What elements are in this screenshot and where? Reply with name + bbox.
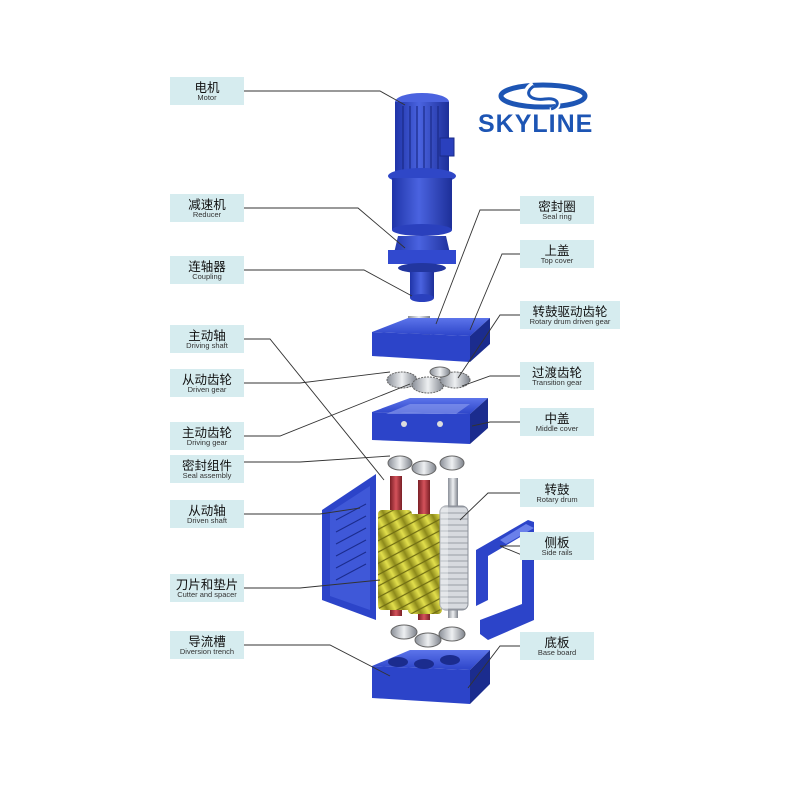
label-en: Rotary drum driven gear bbox=[529, 316, 611, 326]
label-base-board: 底板 Base board bbox=[520, 632, 594, 660]
label-diversion-trench: 导流槽 Diversion trench bbox=[170, 631, 244, 659]
label-reducer: 减速机 Reducer bbox=[170, 194, 244, 222]
label-en: Middle cover bbox=[535, 423, 579, 433]
seal-assembly-part bbox=[387, 455, 465, 476]
label-cutter-and-spacer: 刀片和垫片 Cutter and spacer bbox=[170, 574, 244, 602]
label-en: Diversion trench bbox=[179, 646, 235, 656]
label-en: Side rails bbox=[541, 547, 573, 557]
cutter-and-spacer-part bbox=[378, 510, 442, 614]
label-en: Driving shaft bbox=[186, 340, 228, 350]
left-side-panel-part bbox=[322, 474, 376, 620]
label-en: Seal ring bbox=[542, 211, 572, 221]
label-en: Base board bbox=[537, 647, 577, 657]
top-cover-part bbox=[372, 318, 490, 362]
label-zh: 密封组件 bbox=[181, 457, 232, 473]
rotary-drum-part bbox=[439, 505, 469, 611]
label-top-cover: 上盖 Top cover bbox=[520, 240, 594, 268]
label-zh: 侧板 bbox=[544, 534, 570, 550]
label-zh: 转鼓 bbox=[544, 481, 570, 497]
label-en: Driving gear bbox=[186, 437, 228, 447]
label-driven-gear: 从动齿轮 Driven gear bbox=[170, 369, 244, 397]
label-rotary-drum-driven-gear: 转鼓驱动齿轮 Rotary drum driven gear bbox=[520, 301, 620, 329]
label-zh: 减速机 bbox=[188, 196, 226, 212]
label-zh: 过渡齿轮 bbox=[531, 364, 582, 380]
label-seal-assembly: 密封组件 Seal assembly bbox=[170, 455, 244, 483]
label-en: Coupling bbox=[192, 271, 222, 281]
label-zh: 密封圈 bbox=[538, 198, 576, 214]
base-board-part bbox=[372, 650, 490, 704]
label-zh: 上盖 bbox=[544, 242, 570, 258]
label-en: Driven gear bbox=[187, 384, 227, 394]
label-zh: 连轴器 bbox=[188, 258, 226, 274]
label-zh: 从动轴 bbox=[188, 502, 226, 518]
label-zh: 从动齿轮 bbox=[181, 371, 232, 387]
label-coupling: 连轴器 Coupling bbox=[170, 256, 244, 284]
label-en: Transition gear bbox=[532, 377, 582, 387]
label-middle-cover: 中盖 Middle cover bbox=[520, 408, 594, 436]
label-rotary-drum: 转鼓 Rotary drum bbox=[520, 479, 594, 507]
middle-cover-part bbox=[372, 398, 488, 444]
label-en: Top cover bbox=[540, 255, 574, 265]
coupling-part bbox=[410, 272, 434, 302]
leader-lines bbox=[244, 90, 535, 689]
label-en: Rotary drum bbox=[536, 494, 578, 504]
label-driving-gear: 主动齿轮 Driving gear bbox=[170, 422, 244, 450]
label-seal-ring: 密封圈 Seal ring bbox=[520, 196, 594, 224]
side-rails-part bbox=[476, 520, 534, 640]
label-en: Seal assembly bbox=[182, 470, 232, 480]
reducer-part bbox=[388, 178, 456, 273]
label-driving-shaft: 主动轴 Driving shaft bbox=[170, 325, 244, 353]
skyline-logo-icon bbox=[498, 81, 588, 113]
motor-part bbox=[388, 93, 456, 184]
label-en: Motor bbox=[197, 92, 217, 102]
label-driven-shaft: 从动轴 Driven shaft bbox=[170, 500, 244, 528]
label-zh: 转鼓驱动齿轮 bbox=[532, 303, 608, 319]
label-transition-gear: 过渡齿轮 Transition gear bbox=[520, 362, 594, 390]
label-en: Cutter and spacer bbox=[177, 589, 237, 599]
label-zh: 主动齿轮 bbox=[181, 424, 232, 440]
label-zh: 底板 bbox=[544, 634, 570, 650]
label-zh: 中盖 bbox=[544, 410, 570, 426]
label-motor: 电机 Motor bbox=[170, 77, 244, 105]
gear-set-part bbox=[386, 366, 471, 394]
bottom-seal-discs-part bbox=[390, 624, 466, 648]
label-zh: 电机 bbox=[194, 79, 220, 95]
brand-name: SKYLINE bbox=[478, 110, 594, 138]
label-zh: 导流槽 bbox=[188, 633, 226, 649]
label-side-rails: 侧板 Side rails bbox=[520, 532, 594, 560]
label-en: Driven shaft bbox=[186, 515, 228, 525]
label-en: Reducer bbox=[192, 209, 222, 219]
label-zh: 主动轴 bbox=[188, 327, 226, 343]
label-zh: 刀片和垫片 bbox=[175, 576, 239, 592]
